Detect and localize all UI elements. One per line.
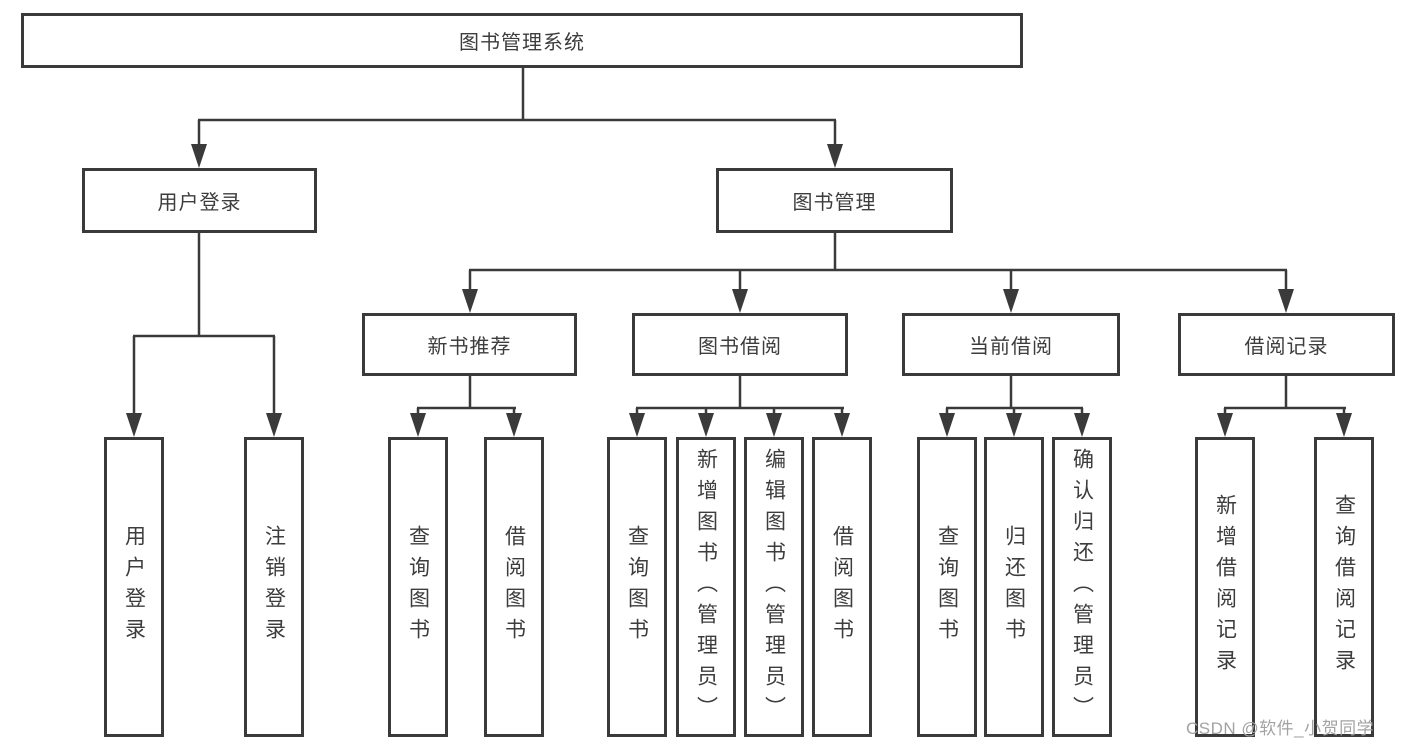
leaf-query-books-borrow: 查询图书 [607,437,667,737]
leaf-logout: 注销登录 [244,437,304,737]
leaf-add-borrow-record: 新增借阅记录 [1195,437,1255,737]
leaf-query-borrow-record: 查询借阅记录 [1314,437,1374,737]
leaf-confirm-return-admin: 确认归还（管理员） [1052,437,1112,737]
node-borrow-records: 借阅记录 [1178,313,1395,376]
leaf-borrow-books: 借阅图书 [812,437,872,737]
node-root: 图书管理系统 [21,13,1023,68]
node-user-login: 用户登录 [82,168,317,233]
leaf-query-books-recommend: 查询图书 [388,437,448,737]
leaf-return-book: 归还图书 [984,437,1044,737]
csdn-watermark: CSDN @软件_小贺同学 [1186,719,1375,738]
node-new-book-recommend: 新书推荐 [362,313,577,376]
leaf-borrow-books-recommend: 借阅图书 [484,437,544,737]
node-book-borrow: 图书借阅 [632,313,848,376]
leaf-add-book-admin: 新增图书（管理员） [676,437,736,737]
node-book-management: 图书管理 [716,168,953,233]
leaf-query-books-current: 查询图书 [917,437,977,737]
node-current-borrow: 当前借阅 [902,313,1120,376]
leaf-edit-book-admin: 编辑图书（管理员） [744,437,804,737]
leaf-user-login: 用户登录 [104,437,164,737]
